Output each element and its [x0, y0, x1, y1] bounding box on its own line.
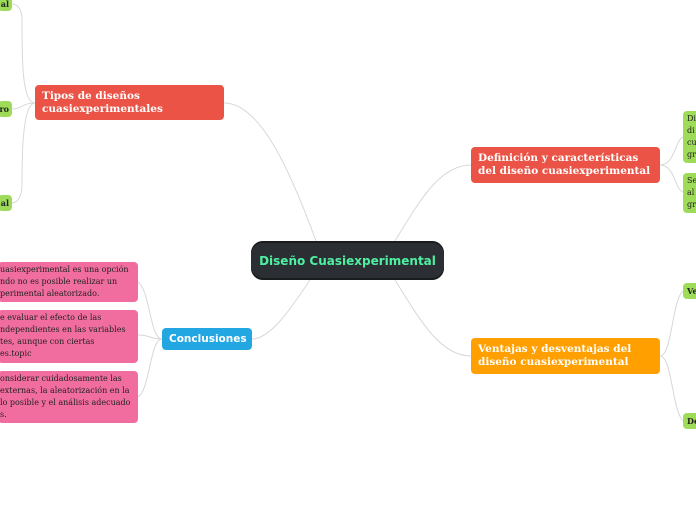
connector-conclusiones-leaf	[137, 281, 163, 340]
subtopic-line: gr	[687, 150, 696, 159]
subtopic-tipos-2[interactable]: ro	[0, 101, 12, 117]
subtopic-definicion-2[interactable]: Se al gr	[683, 173, 696, 213]
topic-ventajas-desventajas[interactable]: Ventajas y desventajas del diseño cuasie…	[471, 338, 660, 374]
root-topic-label: Diseño Cuasiexperimental	[259, 253, 436, 268]
connector-root-conclusiones	[251, 279, 311, 340]
subtopic-desventajas[interactable]: De	[683, 413, 696, 429]
subtopic-definicion-1[interactable]: Di di cu gr	[683, 111, 696, 163]
subtopic-line: lo posible y el análisis adecuado	[0, 398, 131, 407]
subtopic-label: al	[0, 0, 9, 9]
subtopic-line: Se	[687, 176, 696, 185]
connector-ventajas-leaf	[659, 355, 684, 422]
subtopic-line: cu	[687, 138, 696, 147]
subtopic-conclusion-2[interactable]: e evaluar el efecto de las ndependientes…	[0, 310, 138, 363]
subtopic-line: externas, la aleatorización en la	[0, 386, 130, 395]
subtopic-line: uasiexperimental es una opción	[0, 265, 129, 274]
subtopic-line: al	[687, 188, 695, 197]
connector-tipos-leaf	[11, 102, 36, 110]
connector-definicion-leaf	[659, 136, 684, 166]
connector-root-definicion	[394, 164, 472, 242]
connector-definicion-leaf	[659, 164, 684, 193]
subtopic-line: es.topic	[0, 349, 32, 358]
connector-root-ventajas	[394, 279, 472, 357]
subtopic-tipos-3[interactable]: al	[0, 195, 12, 211]
subtopic-line: tes, aunque con ciertas	[0, 337, 95, 346]
subtopic-ventajas[interactable]: Ve	[683, 283, 696, 299]
subtopic-line: gr	[687, 200, 696, 209]
subtopic-line: onsiderar cuidadosamente las	[0, 374, 122, 383]
subtopic-line: Di	[687, 114, 696, 123]
subtopic-line: ndo no es posible realizar un	[0, 277, 118, 286]
topic-tipos-disenos[interactable]: Tipos de diseños cuasiexperimentales	[35, 85, 224, 120]
subtopic-tipos-1[interactable]: al	[0, 0, 12, 11]
connector-root-tipos	[223, 102, 317, 242]
connector-conclusiones-leaf	[137, 334, 163, 340]
topic-label: Definición y características del diseño …	[478, 152, 651, 177]
topic-label: Tipos de diseños cuasiexperimentales	[42, 89, 163, 115]
subtopic-label: De	[687, 416, 696, 426]
connector-ventajas-leaf	[659, 290, 684, 357]
connector-conclusiones-leaf	[137, 338, 163, 398]
topic-conclusiones[interactable]: Conclusiones	[162, 328, 252, 350]
subtopic-label: al	[0, 198, 9, 208]
root-topic[interactable]: Diseño Cuasiexperimental	[251, 241, 444, 280]
subtopic-conclusion-1[interactable]: uasiexperimental es una opción ndo no es…	[0, 262, 138, 302]
subtopic-line: s.	[0, 410, 7, 419]
connector-tipos-leaf	[11, 3, 36, 104]
subtopic-line: perimental aleatorizado.	[0, 289, 100, 298]
subtopic-line: ndependientes en las variables	[0, 325, 126, 334]
subtopic-line: e evaluar el efecto de las	[0, 313, 102, 322]
topic-definicion[interactable]: Definición y características del diseño …	[471, 147, 660, 183]
topic-label: Conclusiones	[169, 332, 247, 345]
subtopic-line: di	[687, 126, 695, 135]
subtopic-conclusion-3[interactable]: onsiderar cuidadosamente las externas, l…	[0, 371, 138, 423]
subtopic-label: Ve	[687, 286, 696, 296]
topic-label: Ventajas y desventajas del diseño cuasie…	[478, 343, 632, 368]
connector-tipos-leaf	[11, 102, 36, 204]
subtopic-label: ro	[0, 104, 9, 114]
